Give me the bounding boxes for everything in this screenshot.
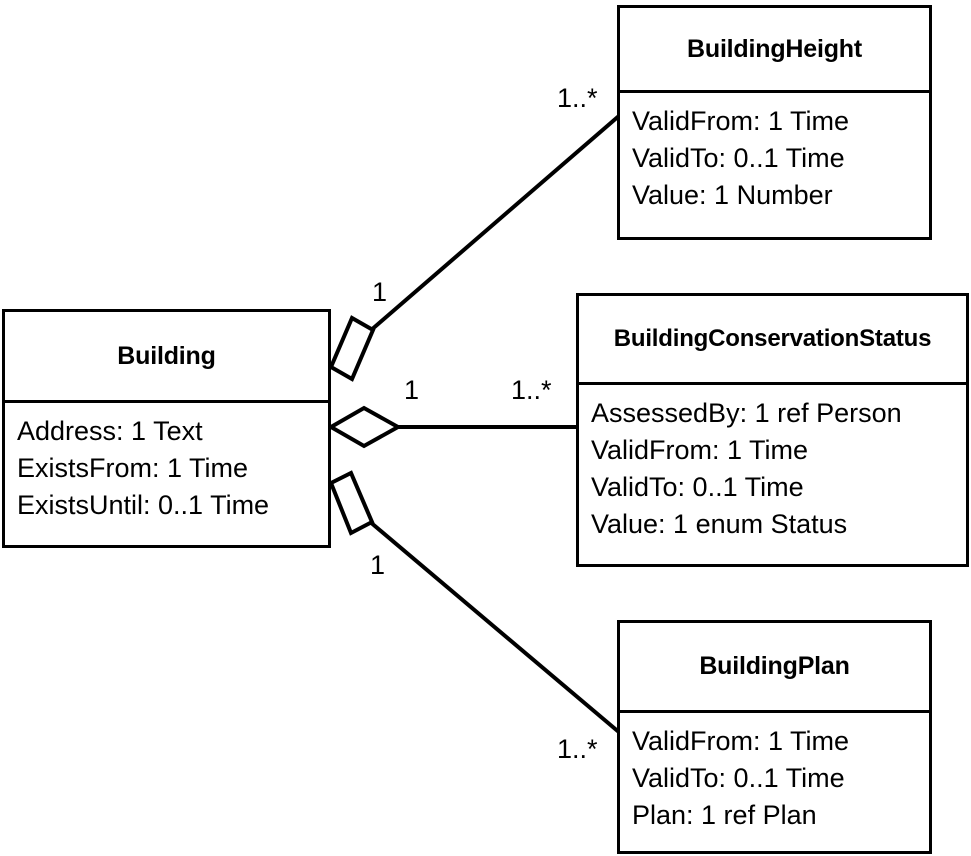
class-attribute: ValidTo: 0..1 Time xyxy=(632,143,845,173)
class-attribute: ExistsFrom: 1 Time xyxy=(17,453,249,483)
aggregation-diamond-buildingheight[interactable] xyxy=(328,315,376,382)
class-attributes-buildingconservationstatus: AssessedBy: 1 ref Person ValidFrom: 1 Ti… xyxy=(579,385,966,564)
class-attribute: ValidTo: 0..1 Time xyxy=(632,763,845,793)
class-attribute: AssessedBy: 1 ref Person xyxy=(591,398,902,428)
association-line-buildingheight[interactable] xyxy=(368,113,622,333)
class-box-buildingconservationstatus[interactable]: BuildingConservationStatus AssessedBy: 1… xyxy=(576,293,969,567)
aggregation-diamond-buildingconservationstatus[interactable] xyxy=(326,405,403,449)
class-name-buildingplan: BuildingPlan xyxy=(620,623,929,713)
class-attribute: Plan: 1 ref Plan xyxy=(632,800,817,830)
class-box-buildingheight[interactable]: BuildingHeight ValidFrom: 1 Time ValidTo… xyxy=(617,5,932,240)
class-name-buildingconservationstatus: BuildingConservationStatus xyxy=(579,296,966,385)
class-attributes-buildingplan: ValidFrom: 1 Time ValidTo: 0..1 Time Pla… xyxy=(620,713,929,851)
class-attribute: Address: 1 Text xyxy=(17,416,203,446)
class-attribute: ValidFrom: 1 Time xyxy=(632,726,850,756)
aggregation-diamond-buildingplan[interactable] xyxy=(328,470,375,536)
association-building-buildingplan[interactable] xyxy=(328,470,622,735)
class-attribute: Value: 1 enum Status xyxy=(591,509,848,539)
association-building-buildingconservationstatus[interactable] xyxy=(326,405,578,449)
class-box-building[interactable]: Building Address: 1 Text ExistsFrom: 1 T… xyxy=(2,309,331,548)
class-box-buildingplan[interactable]: BuildingPlan ValidFrom: 1 Time ValidTo: … xyxy=(617,620,932,854)
class-name-buildingheight: BuildingHeight xyxy=(620,8,929,93)
association-line-buildingplan[interactable] xyxy=(367,519,622,735)
class-attribute: Value: 1 Number xyxy=(632,180,833,210)
class-attribute: ValidFrom: 1 Time xyxy=(591,435,809,465)
class-attribute: ValidTo: 0..1 Time xyxy=(591,472,804,502)
multiplicity-label-buildingheight: 1..* xyxy=(557,83,598,113)
class-attribute: ExistsUntil: 0..1 Time xyxy=(17,490,270,520)
multiplicity-label-building-to-buildingplan: 1 xyxy=(370,550,386,580)
class-attributes-building: Address: 1 Text ExistsFrom: 1 Time Exist… xyxy=(5,403,328,545)
class-attribute: ValidFrom: 1 Time xyxy=(632,106,850,136)
class-attributes-buildingheight: ValidFrom: 1 Time ValidTo: 0..1 Time Val… xyxy=(620,93,929,237)
multiplicity-label-building-to-buildingheight: 1 xyxy=(372,277,388,307)
multiplicity-label-buildingplan: 1..* xyxy=(557,734,598,764)
association-building-buildingheight[interactable] xyxy=(328,113,622,382)
multiplicity-label-buildingconservationstatus: 1..* xyxy=(511,375,552,405)
class-name-building: Building xyxy=(5,312,328,403)
multiplicity-label-building-to-buildingconservationstatus: 1 xyxy=(404,375,420,405)
